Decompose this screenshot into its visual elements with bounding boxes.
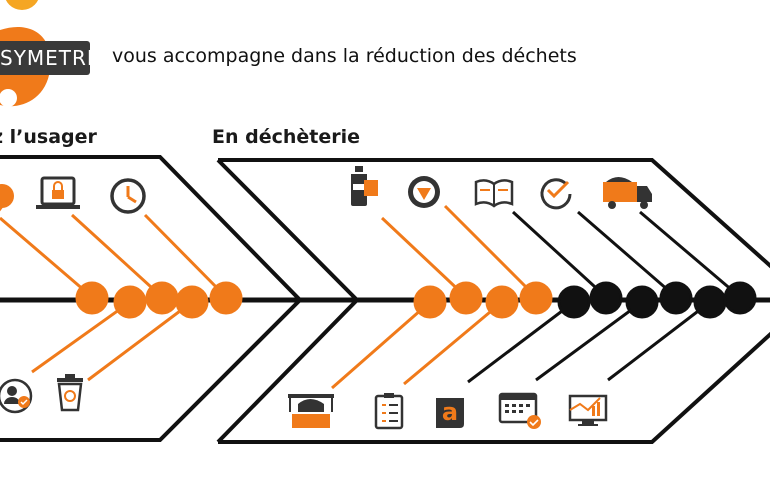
right-chevron-notch bbox=[216, 158, 360, 444]
right-top-bones-orange bbox=[380, 204, 553, 315]
letter-a-icon: a bbox=[436, 398, 464, 428]
user-check-icon bbox=[0, 378, 33, 414]
deco-blob-white bbox=[0, 89, 17, 107]
right-bottom-bones-black bbox=[467, 285, 727, 384]
brand-logo: SYMETRI bbox=[0, 41, 93, 75]
vehicle-container-icon bbox=[288, 394, 334, 428]
right-bottom-bones-orange bbox=[331, 285, 519, 390]
calendar-check-icon bbox=[498, 392, 541, 429]
right-chevron-frame bbox=[218, 158, 770, 269]
checklist-icon bbox=[374, 393, 404, 430]
left-bottom-bones bbox=[31, 285, 209, 382]
section-title-usager: z l’usager bbox=[0, 126, 97, 148]
right-top-bones-black bbox=[511, 210, 757, 315]
svg-text:a: a bbox=[442, 398, 458, 426]
check-circle-icon bbox=[540, 178, 572, 210]
chart-monitor-icon bbox=[568, 394, 608, 426]
section-title-decheterie: En déchèterie bbox=[212, 126, 361, 148]
gear-triangle-icon bbox=[408, 176, 440, 208]
chat-bubble-icon bbox=[0, 184, 14, 212]
left-chevron-frame bbox=[0, 155, 303, 442]
deco-blob-top bbox=[5, 0, 39, 10]
laptop-lock-icon bbox=[36, 176, 80, 209]
dump-truck-icon bbox=[603, 177, 652, 209]
brand-tagline: vous accompagne dans la réduction des dé… bbox=[112, 45, 577, 67]
right-chevron-frame-bottom bbox=[218, 331, 770, 444]
bottle-icon bbox=[351, 166, 378, 206]
recycle-bin-icon bbox=[57, 374, 83, 412]
open-book-icon bbox=[474, 179, 514, 208]
clock-icon bbox=[110, 178, 146, 214]
left-top-bones bbox=[0, 213, 243, 315]
